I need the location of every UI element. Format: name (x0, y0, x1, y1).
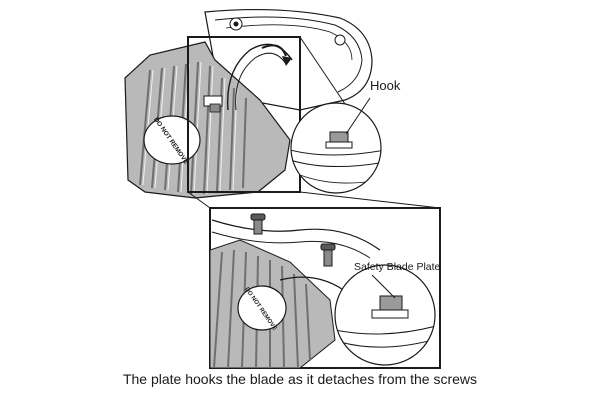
hook-label: Hook (370, 78, 401, 93)
plate-zoom-circle: Safety Blade Plate (334, 261, 441, 366)
detail-frame-main (187, 36, 301, 193)
screw-icon (320, 243, 336, 267)
warning-tab (143, 115, 201, 165)
hook-zoom-circle: Hook (290, 36, 401, 194)
safety-plate-label: Safety Blade Plate (354, 261, 441, 273)
screw-icon (250, 213, 266, 235)
figure-caption: The plate hooks the blade as it detaches… (122, 371, 478, 387)
rotation-arrow-icon (261, 44, 287, 57)
blade-assembly: DO NOT REMOVE (124, 41, 291, 199)
